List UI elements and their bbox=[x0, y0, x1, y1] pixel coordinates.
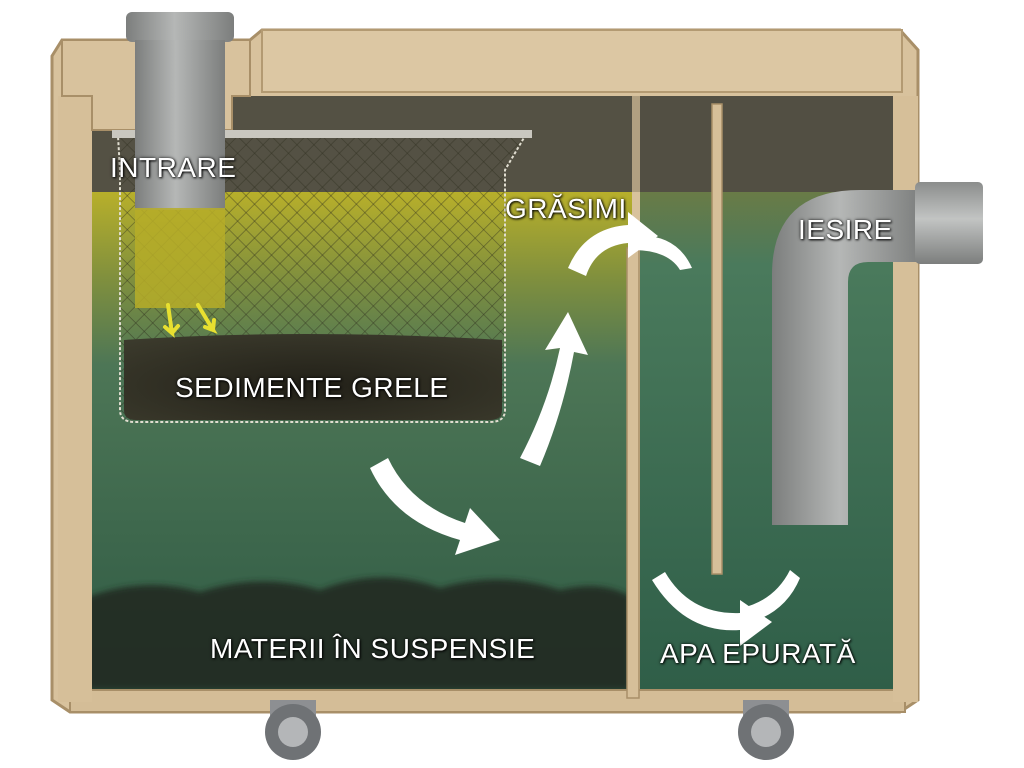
treated-water-label: APA EPURATĂ bbox=[660, 638, 856, 669]
flow-arrow-bottom bbox=[652, 572, 772, 646]
outlet-pipe bbox=[772, 190, 922, 525]
inlet-flow-arrow-1 bbox=[163, 303, 180, 338]
suspended-matter-label: MATERII ÎN SUSPENSIE bbox=[210, 633, 536, 664]
inlet-pipe bbox=[135, 40, 225, 210]
fats-label: GRĂSIMI bbox=[505, 193, 627, 224]
partition-wall bbox=[626, 247, 640, 699]
inlet-label: INTRARE bbox=[110, 152, 237, 183]
outlet-pipe-stub bbox=[915, 182, 983, 264]
air-space-right bbox=[640, 96, 893, 192]
flow-arrow-up bbox=[520, 312, 588, 466]
inlet-pipe-fat bbox=[135, 208, 225, 308]
inlet-flow-arrow-2 bbox=[196, 303, 218, 334]
outlet-label: IESIRE bbox=[798, 214, 893, 245]
wheel-left bbox=[265, 700, 321, 760]
tank-lid bbox=[261, 29, 903, 93]
inlet-pipe-flange bbox=[126, 12, 234, 42]
right-wall bbox=[893, 96, 918, 702]
flow-arrow-bottom-tail bbox=[742, 570, 800, 624]
heavy-sediment-label: SEDIMENTE GRELE bbox=[175, 372, 449, 403]
left-wall bbox=[58, 96, 92, 702]
flow-arrow-over bbox=[568, 212, 658, 276]
bottom-sludge bbox=[80, 577, 630, 690]
basket-sediment bbox=[124, 334, 502, 420]
flow-arrow-down bbox=[370, 458, 500, 555]
flow-arrow-over-tail bbox=[632, 235, 692, 270]
baffle bbox=[711, 103, 723, 575]
wheel-right bbox=[738, 700, 794, 760]
